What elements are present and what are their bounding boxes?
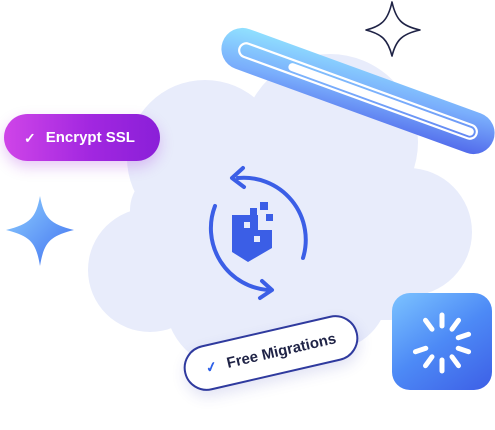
- spinner-spoke: [412, 345, 429, 355]
- progress-bar-track: [238, 42, 478, 140]
- sync-arrows-icon: [208, 166, 308, 300]
- sparkle-outline-icon: [365, 1, 421, 57]
- pixel-logo-icon: [232, 202, 273, 262]
- loader-tile: [392, 293, 492, 390]
- spinner-spoke: [423, 317, 435, 332]
- sparkle-filled-icon: [6, 196, 74, 266]
- checkmark-icon: ✓: [24, 129, 36, 146]
- spinner-spoke: [449, 354, 461, 369]
- spinner-spoke: [449, 317, 461, 332]
- spinner-spoke: [455, 331, 472, 341]
- spinner-spoke: [455, 345, 472, 355]
- progress-bar-fill: [288, 63, 474, 136]
- checkmark-icon: ✓: [203, 357, 219, 376]
- spinner-spoke: [423, 354, 435, 369]
- spinner-icon: [412, 312, 472, 374]
- encrypt-ssl-badge: ✓ Encrypt SSL: [4, 114, 160, 161]
- encrypt-ssl-label: Encrypt SSL: [45, 129, 135, 146]
